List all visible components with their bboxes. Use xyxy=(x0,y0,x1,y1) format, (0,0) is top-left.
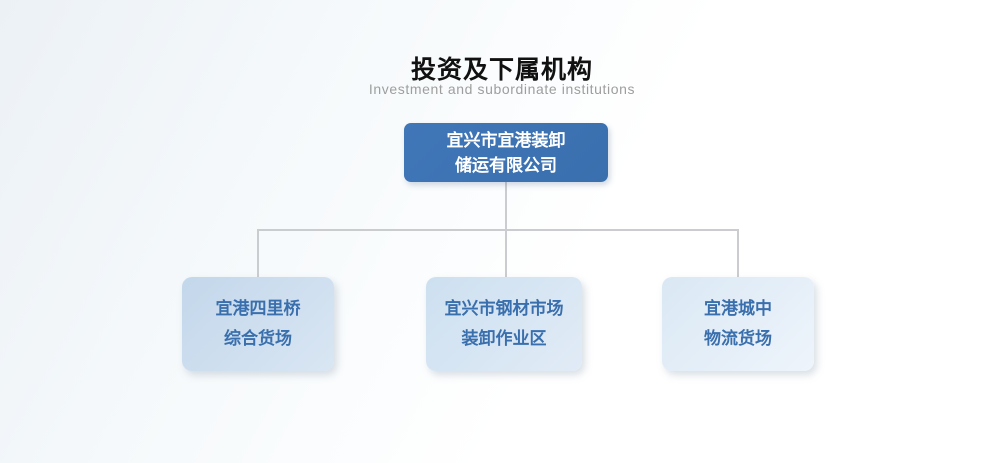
connector-right-drop-line xyxy=(737,230,739,277)
page-title: 投资及下属机构 xyxy=(410,56,593,84)
org-node-child-1-label-line1: 宜港四里桥 xyxy=(215,299,301,318)
org-node-child-2-label-line2: 装卸作业区 xyxy=(461,329,547,348)
connector-left-drop-line xyxy=(257,230,259,277)
connector-middle-drop-line xyxy=(505,230,507,277)
org-node-child-1: 宜港四里桥 综合货场 xyxy=(182,277,334,371)
org-node-child-3-label-line1: 宜港城中 xyxy=(704,299,772,318)
org-node-child-2: 宜兴市钢材市场 装卸作业区 xyxy=(426,277,582,371)
org-node-root-label-line2: 储运有限公司 xyxy=(455,155,557,175)
page-subtitle: Investment and subordinate institutions xyxy=(368,81,636,97)
org-node-child-3: 宜港城中 物流货场 xyxy=(662,277,814,371)
connector-root-drop-line xyxy=(505,182,507,230)
org-node-child-2-label-line1: 宜兴市钢材市场 xyxy=(444,299,564,318)
connector-horizontal-line xyxy=(257,229,739,231)
org-node-child-1-label-line2: 综合货场 xyxy=(224,329,292,348)
org-node-root-label-line1: 宜兴市宜港装卸 xyxy=(446,130,566,150)
org-node-child-3-label-line2: 物流货场 xyxy=(704,329,772,348)
org-node-root: 宜兴市宜港装卸 储运有限公司 xyxy=(404,123,608,182)
